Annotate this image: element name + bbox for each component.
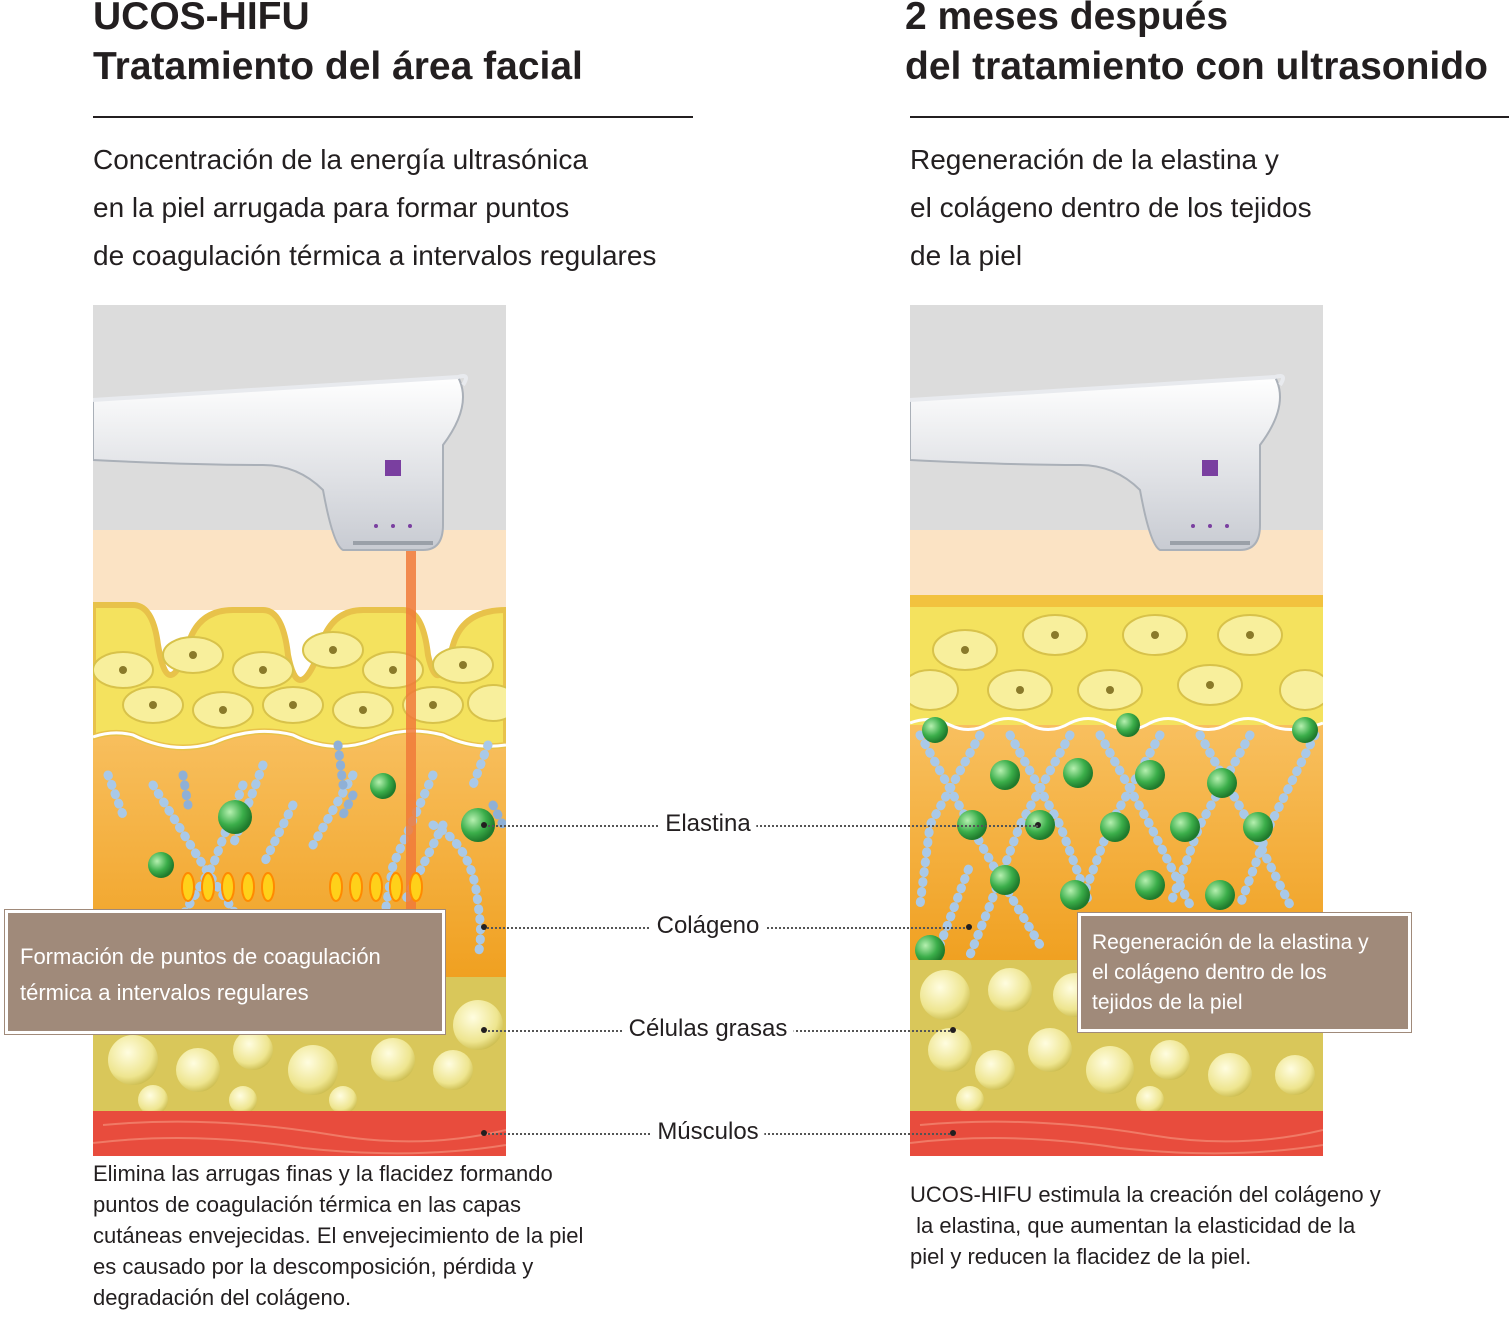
label-colageno: Colágeno [650,911,766,941]
right-title-line-2: del tratamiento con ultrasonido [905,45,1488,88]
left-caption-box: Formación de puntos de coagulación térmi… [5,910,445,1034]
left-subtitle: Concentración de la energía ultrasónica … [93,136,656,280]
elastin-balls [915,713,1318,965]
right-divider [910,116,1509,118]
left-description: Elimina las arrugas finas y la flacidez … [93,1158,583,1313]
right-subtitle-line-1: Regeneración de la elastina y [910,144,1279,175]
left-title-line-1: UCOS-HIFU [93,0,310,38]
colageno-dot-left [481,924,487,930]
skin-surface [93,530,506,610]
right-title-line-1: 2 meses después [905,0,1229,38]
right-description: UCOS-HIFU estimula la creación del colág… [910,1179,1381,1272]
left-desc-line-5: degradación del colágeno. [93,1285,352,1310]
colageno-dot-right [966,924,972,930]
hifu-probe [93,374,469,551]
left-subtitle-line-3: de coagulación térmica a intervalos regu… [93,240,657,271]
left-box-line-1: Formación de puntos de coagulación [20,944,381,969]
elastin-balls [148,773,495,878]
right-desc-line-2: la elastina, que aumentan la elasticidad… [910,1213,1356,1238]
right-caption-box: Regeneración de la elastina y el colágen… [1078,913,1411,1032]
right-subtitle: Regeneración de la elastina y el colágen… [910,136,1312,280]
elastina-dot-right [1035,822,1041,828]
hifu-probe [910,374,1286,551]
celulas-dot-left [481,1027,487,1033]
left-divider [93,116,693,118]
celulas-dot-right [950,1027,956,1033]
elastina-leader-right [954,825,1038,827]
right-box-line-2: el colágeno dentro de los [1092,961,1327,984]
left-title-line-2: Tratamiento del área facial [93,45,583,88]
collagen-fragments [178,740,506,830]
right-box-line-3: tejidos de la piel [1092,991,1243,1014]
muscle-layer [93,1111,506,1156]
left-desc-line-3: cutáneas envejecidas. El envejecimiento … [93,1223,584,1248]
label-elastina: Elastina [659,809,757,839]
left-desc-line-2: puntos de coagulación térmica en las cap… [93,1192,522,1217]
right-desc-line-1: UCOS-HIFU estimula la creación del colág… [910,1182,1381,1207]
left-desc-line-1: Elimina las arrugas finas y la flacidez … [93,1161,553,1186]
right-subtitle-line-2: el colágeno dentro de los tejidos [910,192,1312,223]
right-title: 2 meses después del tratamiento con ultr… [905,0,1488,92]
right-desc-line-3: piel y reducen la flacidez de la piel. [910,1244,1252,1269]
fat-cells [920,968,1315,1114]
left-subtitle-line-2: en la piel arrugada para formar puntos [93,192,570,223]
right-box-line-1: Regeneración de la elastina y [1092,931,1369,954]
musculos-dot-left [481,1130,487,1136]
ultrasound-beam [406,545,416,910]
left-box-line-2: térmica a intervalos regulares [20,980,309,1005]
musculos-dot-right [950,1130,956,1136]
label-celulas-grasas: Células grasas [622,1014,794,1044]
label-musculos: Músculos [651,1117,765,1147]
elastina-dot-left [481,822,487,828]
left-title: UCOS-HIFU Tratamiento del área facial [93,0,583,92]
epidermal-nuclei [961,631,1254,694]
left-desc-line-4: es causado por la descomposición, pérdid… [93,1254,534,1279]
left-subtitle-line-1: Concentración de la energía ultrasónica [93,144,588,175]
muscle-layer [910,1111,1323,1156]
epidermal-nuclei [119,646,467,714]
coagulation-points [181,872,423,902]
right-subtitle-line-3: de la piel [910,240,1023,271]
